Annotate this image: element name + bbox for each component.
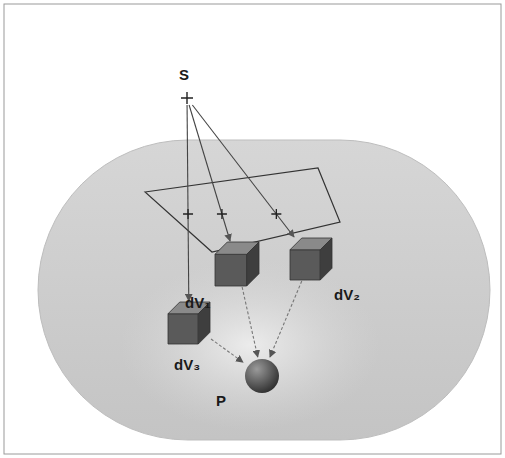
sphere-symbol <box>244 358 280 394</box>
detector-plane <box>145 168 340 252</box>
cube-symbol <box>290 238 332 280</box>
plane-crossing <box>271 209 281 219</box>
node-label: dV₃ <box>174 357 200 372</box>
ray-line <box>192 105 294 237</box>
plane-crossing <box>183 209 193 219</box>
point-sphere: P <box>244 358 280 394</box>
source-point: S <box>181 92 193 104</box>
cube-symbol <box>215 242 259 286</box>
node-label: dV₁ <box>185 295 210 310</box>
plane-crossing <box>217 209 227 219</box>
ray-line <box>189 105 230 241</box>
frame <box>4 4 501 454</box>
body-highlight <box>120 260 380 430</box>
ray-line <box>187 105 189 301</box>
volume-element: dV₁ <box>215 242 259 286</box>
node-label: dV₂ <box>334 287 360 302</box>
node-label: P <box>216 393 226 408</box>
body-outline <box>38 140 490 440</box>
volume-element: dV₂ <box>290 238 332 280</box>
scatter-line <box>242 287 258 357</box>
scatter-line <box>211 339 243 362</box>
node-label: S <box>179 67 189 82</box>
point-symbol <box>181 92 193 104</box>
scatter-line <box>270 281 302 357</box>
